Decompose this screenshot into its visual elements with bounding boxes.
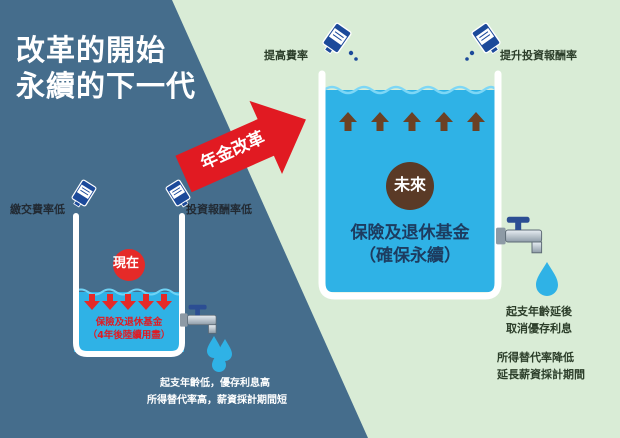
future-note-line3: 所得替代率降低 [497, 351, 574, 364]
present-note-line2: 所得替代率高，薪資採計期間短 [147, 395, 287, 406]
present-badge [113, 249, 145, 281]
present-fund-line2: （4年後陸續用盡） [87, 330, 171, 341]
title-line2: 永續的下一代 [16, 69, 197, 103]
water-drop-icon [207, 336, 221, 358]
future-water-surface [323, 85, 498, 95]
pour-drop-icon [469, 50, 475, 56]
future-badge [386, 162, 434, 210]
present-badge-label: 現在 [113, 256, 140, 271]
pour-drop-icon [348, 50, 354, 56]
pour-drop-icon [465, 57, 469, 61]
future-fund-line2: （確保永續） [359, 246, 461, 266]
future-fund-line1: 保險及退休基金 [350, 223, 470, 243]
present-fund-line1: 保險及退休基金 [95, 317, 163, 328]
water-drop-icon [536, 262, 558, 296]
present-left-label: 繳交費率低 [10, 203, 65, 216]
future-note-line4: 延長薪資採計期間 [497, 368, 585, 381]
pour-drop-icon [354, 57, 358, 61]
title-line1: 改革的開始 [16, 33, 167, 67]
reform-arrow [175, 100, 306, 193]
future-right-label: 提升投資報酬率 [500, 49, 577, 62]
present-note-line1: 起支年齡低，優存利息高 [160, 378, 270, 389]
future-note-line2: 取消優存利息 [506, 322, 572, 335]
water-drop-icon [212, 350, 226, 372]
present-right-label: 投資報酬率低 [186, 203, 252, 216]
present-container [73, 213, 185, 357]
future-badge-label: 未來 [393, 175, 426, 194]
future-container [318, 70, 502, 300]
future-left-label: 提高費率 [264, 49, 308, 62]
future-note-line1: 起支年齡延後 [506, 305, 572, 318]
